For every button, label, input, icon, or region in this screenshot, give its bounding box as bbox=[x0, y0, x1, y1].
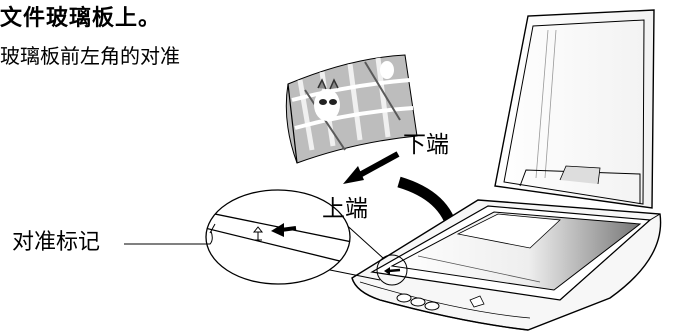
label-bottom-edge: 下端 bbox=[403, 132, 449, 158]
instruction-text: 玻璃板前左角的对准 bbox=[0, 44, 180, 68]
arrow-left-down-icon bbox=[343, 151, 400, 184]
flatbed-scanner-icon bbox=[351, 9, 662, 331]
arrow-left-icon bbox=[271, 223, 297, 237]
label-alignment-mark: 对准标记 bbox=[12, 230, 101, 255]
instruction-heading: 文件玻璃板上。 bbox=[0, 6, 162, 31]
label-leader-line bbox=[124, 230, 213, 245]
magnified-corner bbox=[205, 189, 351, 285]
label-top-edge: 上端 bbox=[322, 196, 368, 222]
photo-cat-icon bbox=[285, 54, 418, 164]
